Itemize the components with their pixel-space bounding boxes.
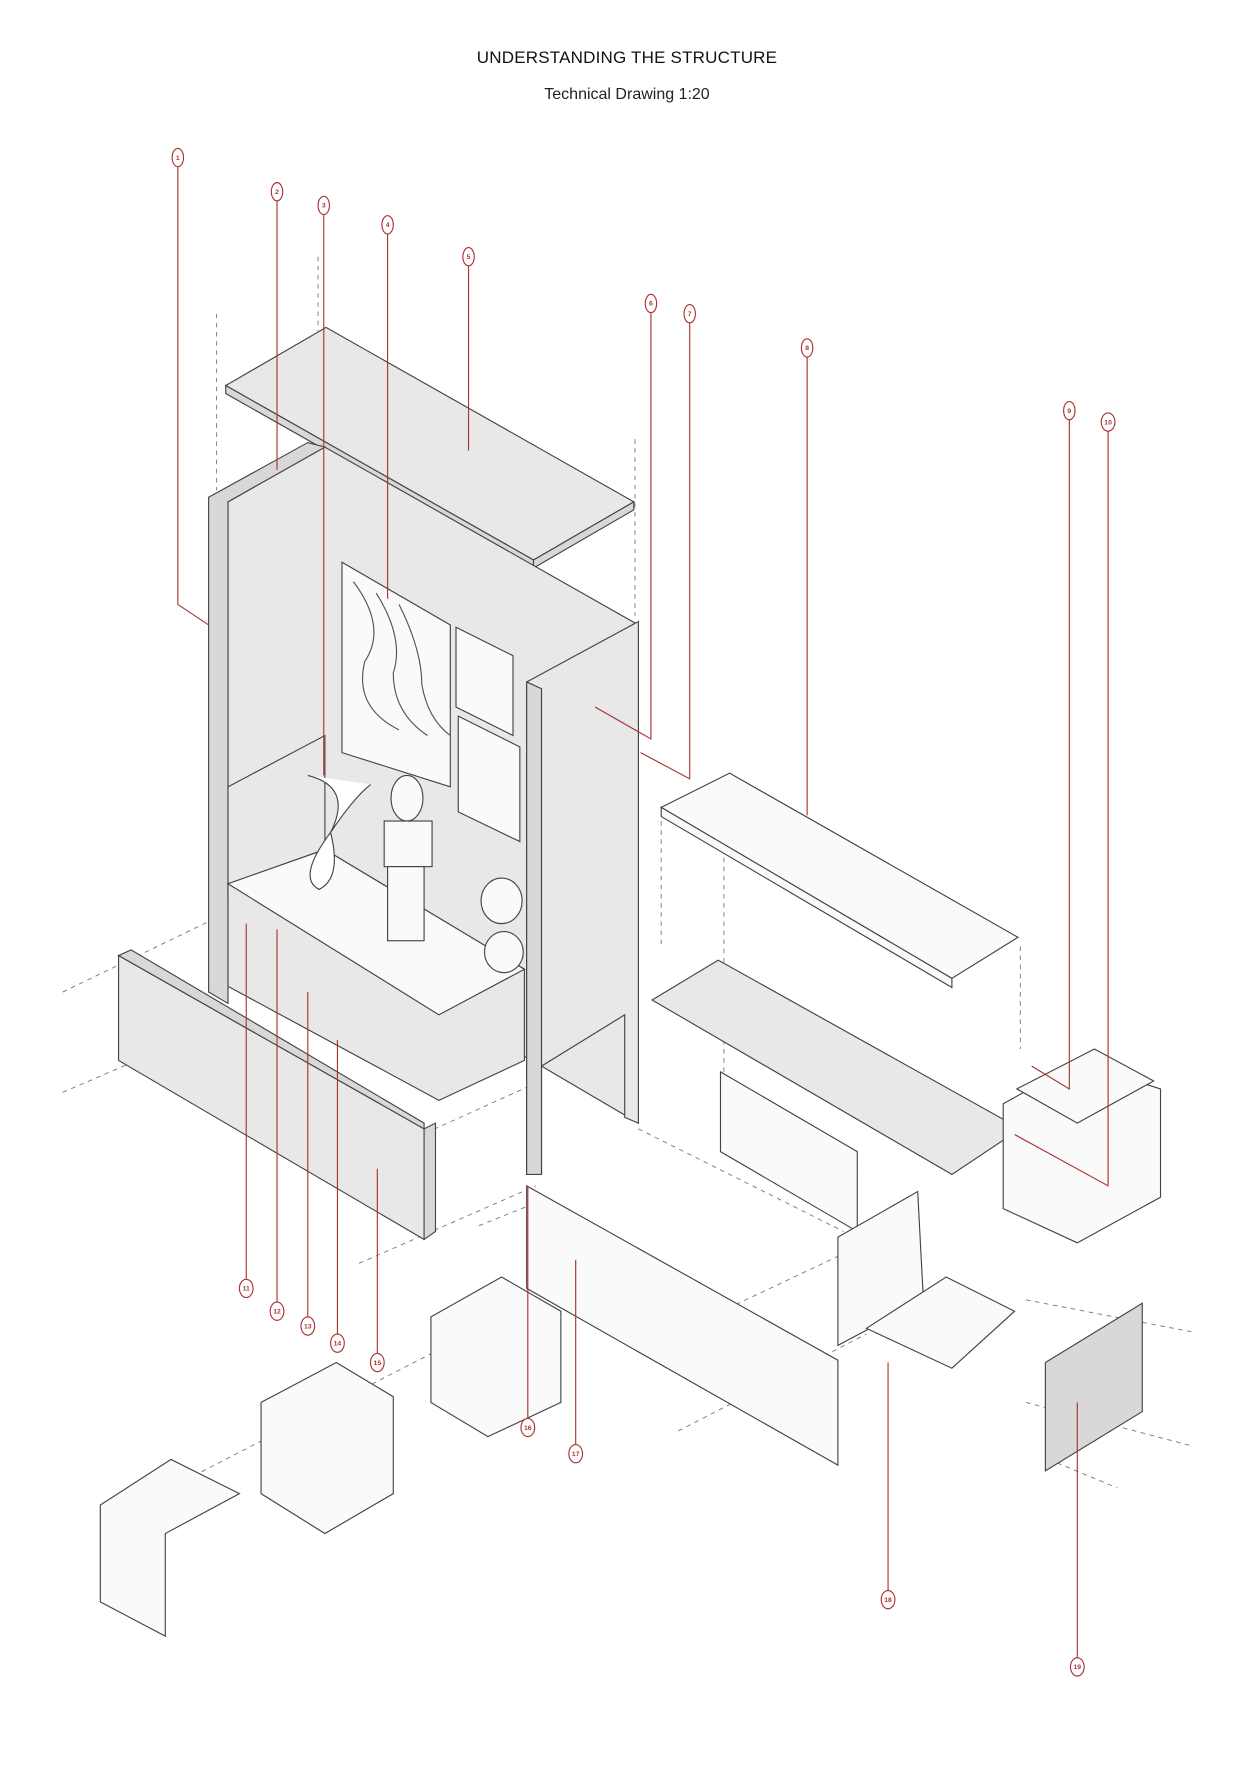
- callout-1: 1: [171, 147, 185, 168]
- svg-text:15: 15: [374, 1360, 382, 1367]
- svg-text:11: 11: [243, 1286, 250, 1293]
- svg-text:6: 6: [649, 301, 653, 308]
- callout-11: 11: [238, 1278, 254, 1299]
- page-subtitle: Technical Drawing 1:20: [544, 86, 710, 103]
- svg-text:14: 14: [334, 1340, 342, 1347]
- front-panel: [117, 949, 437, 1241]
- callout-18: 18: [880, 1589, 896, 1610]
- callout-9: 9: [1063, 400, 1076, 421]
- callout-2: 2: [270, 182, 284, 202]
- callout-16: 16: [520, 1417, 536, 1438]
- svg-text:13: 13: [304, 1323, 312, 1330]
- svg-text:4: 4: [386, 222, 390, 229]
- svg-text:3: 3: [322, 203, 326, 210]
- artworks: [307, 561, 524, 974]
- callout-5: 5: [462, 247, 475, 267]
- callout-17: 17: [568, 1444, 584, 1464]
- callout-10: 10: [1100, 412, 1116, 432]
- svg-text:5: 5: [467, 254, 471, 261]
- svg-text:2: 2: [275, 189, 279, 196]
- callout-8: 8: [800, 338, 814, 358]
- svg-text:1: 1: [176, 155, 180, 162]
- bench-frame: [99, 1184, 1143, 1638]
- svg-text:19: 19: [1073, 1664, 1081, 1671]
- callout-19: 19: [1069, 1657, 1085, 1677]
- svg-text:16: 16: [524, 1425, 532, 1432]
- callout-15: 15: [369, 1352, 385, 1373]
- svg-text:12: 12: [273, 1309, 281, 1316]
- page-title: UNDERSTANDING THE STRUCTURE: [476, 48, 778, 67]
- svg-text:18: 18: [884, 1597, 892, 1604]
- slatted-shelf: [650, 772, 1162, 1244]
- svg-text:10: 10: [1104, 419, 1112, 426]
- callout-7: 7: [683, 304, 696, 324]
- svg-text:9: 9: [1067, 408, 1071, 415]
- callout-14: 14: [330, 1333, 345, 1353]
- callout-leaders: [177, 165, 1109, 1659]
- svg-text:17: 17: [572, 1451, 580, 1458]
- svg-text:8: 8: [805, 345, 809, 352]
- callout-4: 4: [381, 215, 394, 235]
- callout-3: 3: [317, 195, 331, 216]
- callout-markers: 1 2 3 4 5 6 7 8 9 10 11 12 13 14 15 16 1…: [171, 147, 1116, 1677]
- svg-text:7: 7: [688, 311, 692, 318]
- callout-13: 13: [300, 1316, 316, 1336]
- callout-6: 6: [644, 293, 658, 314]
- cabinet-body: [208, 441, 639, 1175]
- callout-12: 12: [269, 1301, 285, 1321]
